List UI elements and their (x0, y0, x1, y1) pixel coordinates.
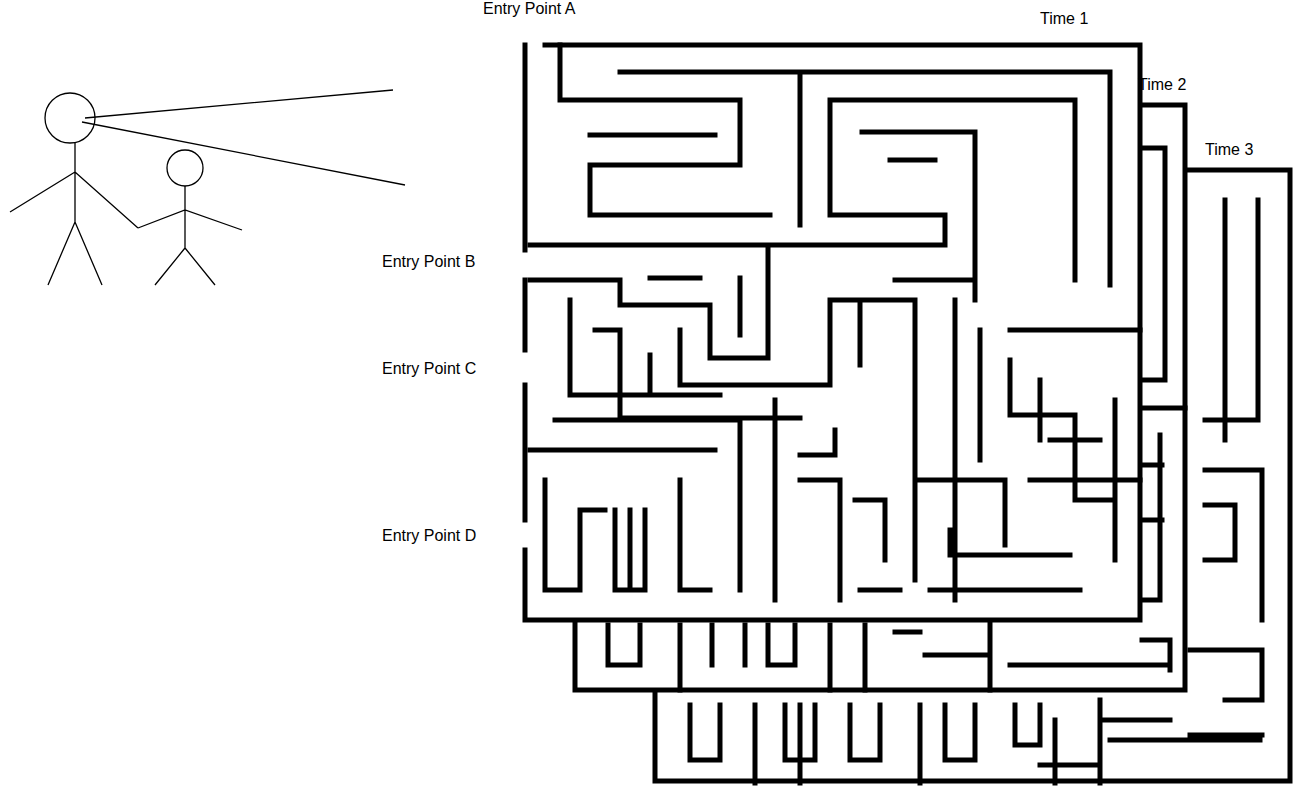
entry-point-label: Entry Point B (382, 253, 475, 271)
entry-point-label: Entry Point A (483, 0, 576, 18)
entry-point-label: Entry Point C (382, 360, 476, 378)
child-head (167, 150, 203, 186)
sight-line (82, 90, 405, 185)
adult-body (10, 143, 138, 285)
maze-time-1 (525, 45, 1140, 620)
child-body (138, 186, 242, 285)
maze-border (525, 45, 1140, 620)
time-label: Time 1 (1040, 10, 1088, 28)
entry-point-label: Entry Point D (382, 527, 476, 545)
time-label: Time 3 (1205, 141, 1253, 159)
maze-walls (530, 45, 1140, 600)
time-label: Time 2 (1138, 76, 1186, 94)
stick-figures (10, 90, 405, 285)
maze-ground (525, 45, 1140, 620)
